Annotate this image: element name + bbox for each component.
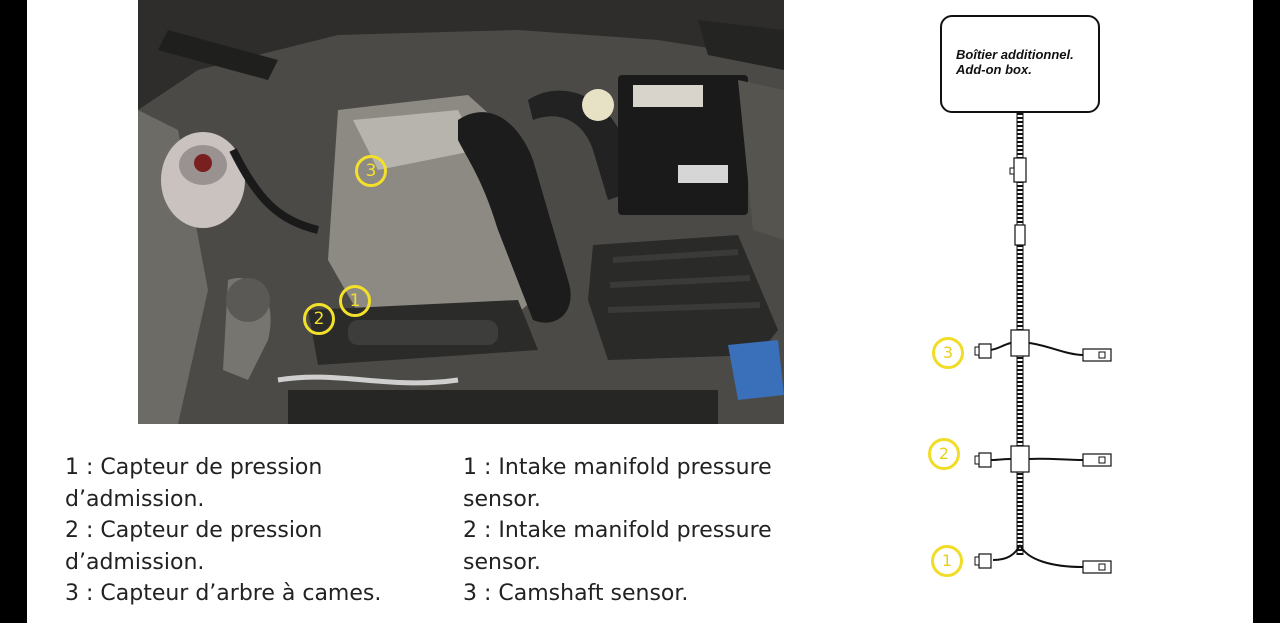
legend-en-line: 2 : Intake manifold pressure: [463, 518, 772, 543]
legend-fr-line: 1 : Capteur de pression: [65, 455, 323, 480]
legend-fr-line: d’admission.: [65, 549, 205, 575]
legend-en-line: sensor.: [463, 549, 541, 575]
legend-fr-line: 3 : Capteur d’arbre à cames.: [65, 581, 382, 606]
photo-marker-2: 2: [303, 303, 335, 335]
engine-illustration: [138, 0, 784, 424]
harness-drawing: [974, 113, 1112, 574]
document-page: 3 1 2 1 : Capteur de pression d’admissio…: [27, 0, 1253, 623]
diagram-badge-2: 2: [928, 438, 960, 470]
add-on-box-label-en: Add-on box.: [956, 62, 1032, 77]
legend-french: 1 : Capteur de pression d’admission. 2 :…: [65, 452, 381, 610]
legend-en-line: sensor.: [463, 486, 541, 512]
legend-fr-line: 2 : Capteur de pression: [65, 518, 323, 543]
diagram-badge-3: 3: [932, 337, 964, 369]
legend-en-line: 1 : Intake manifold pressure: [463, 455, 772, 480]
legend-en-line: 3 : Camshaft sensor.: [463, 581, 689, 606]
engine-bay-photo: 3 1 2: [138, 0, 784, 424]
legend-english: 1 : Intake manifold pressure sensor. 2 :…: [463, 452, 772, 610]
add-on-box: Boîtier additionnel. Add-on box.: [940, 15, 1100, 113]
legend-fr-line: d’admission.: [65, 486, 205, 512]
wiring-diagram: Boîtier additionnel. Add-on box. 3 2 1: [907, 0, 1253, 623]
photo-marker-3: 3: [355, 155, 387, 187]
add-on-box-label-fr: Boîtier additionnel.: [956, 47, 1074, 62]
diagram-badge-1: 1: [931, 545, 963, 577]
photo-marker-1: 1: [339, 285, 371, 317]
